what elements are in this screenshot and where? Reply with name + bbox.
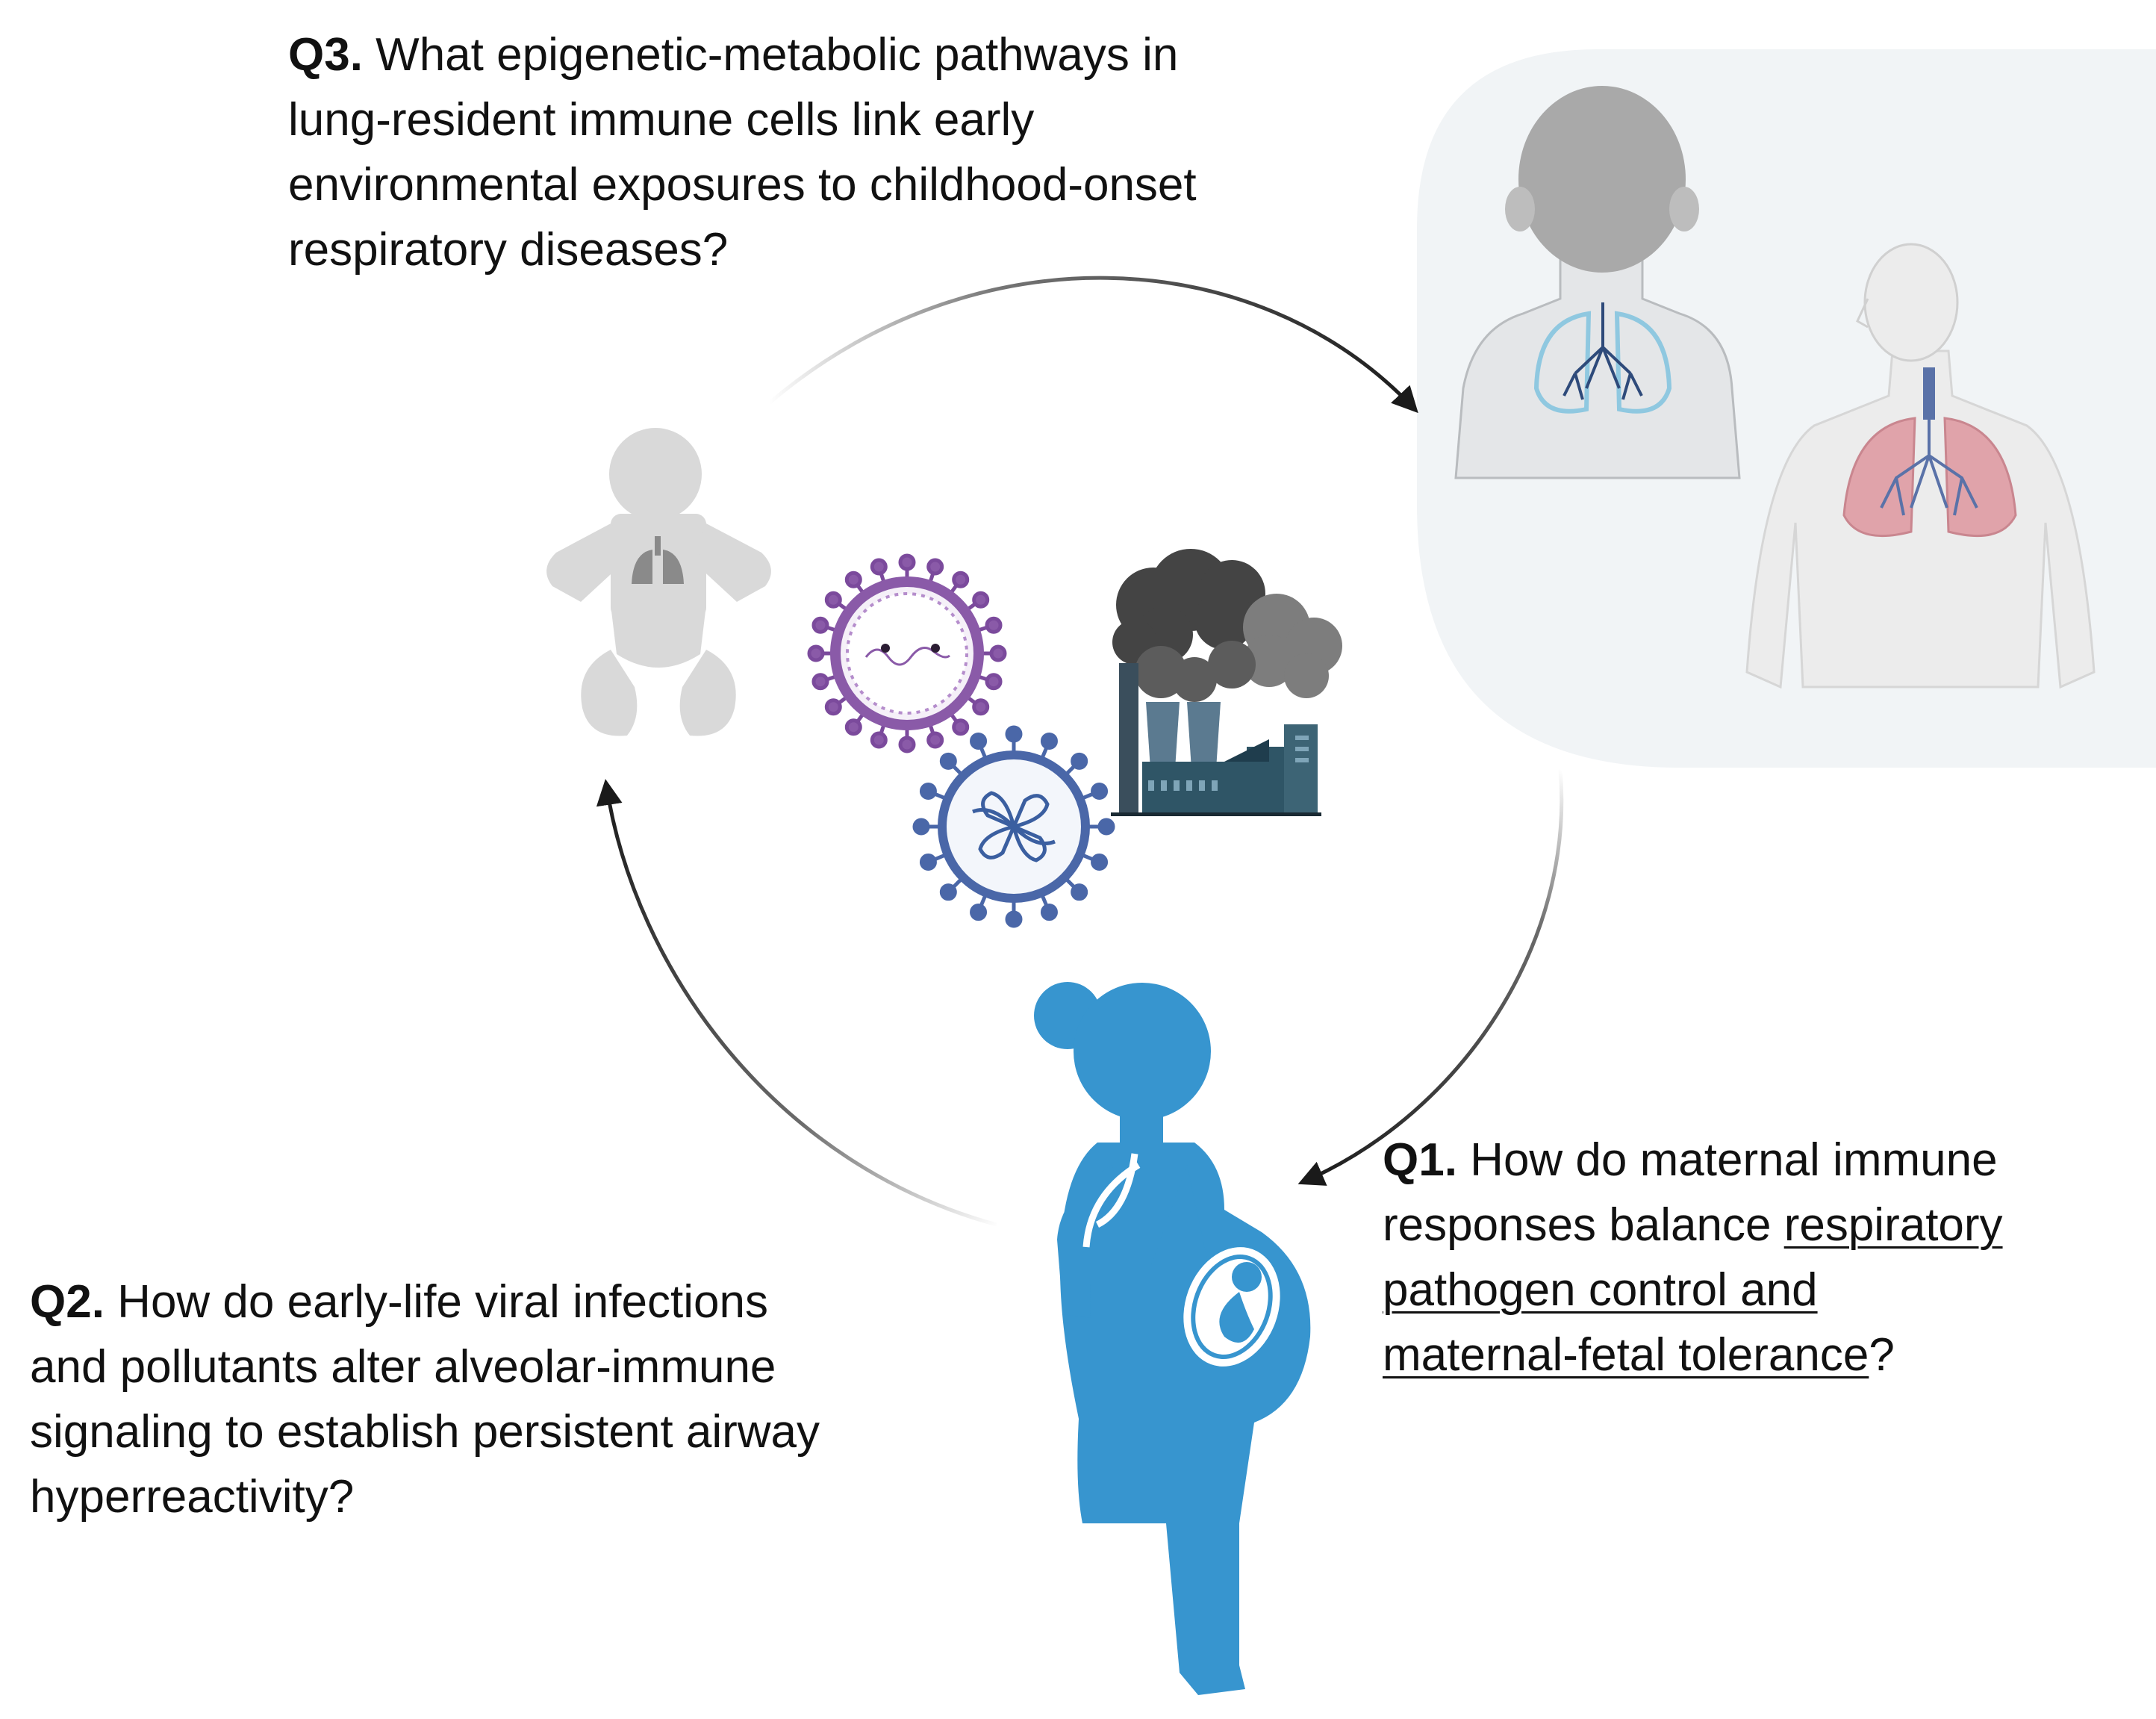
q1-line-4-tail: ? [1869,1329,1895,1381]
q3-line-2: lung-resident immune cells link early [288,94,1035,146]
q1-line-1: How do maternal immune [1470,1134,1998,1186]
infant-icon [546,428,771,736]
virus-spike-tip [989,644,1007,662]
virus-spike-tip [985,673,1003,691]
factory-pollution-icon [1111,549,1342,816]
virus-spike-tip [1091,853,1109,871]
virus-spike-tip [870,731,888,749]
virus-spike-tip [1005,910,1023,928]
virus-spike-tip [1097,818,1115,836]
virus-spike-tip [970,732,988,750]
virus-spike-tip [824,698,842,716]
virus-spike-tip [926,558,944,576]
question-q3: Q3. What epigenetic-metabolic pathways i… [288,22,1438,282]
q3-line-3: environmental exposures to childhood-ons… [288,159,1197,211]
fetus-icon [1183,1247,1280,1367]
pregnant-woman-icon [1034,982,1311,1695]
virus-spike-tip [1040,732,1058,750]
q2-line-4: hyperreactivity? [30,1471,355,1523]
virus-spike-tip [919,783,937,801]
q1-label: Q1. [1383,1134,1457,1186]
virus-spike-tip [939,883,957,901]
question-q1: Q1. How do maternal immune responses bal… [1383,1128,2144,1387]
q3-line-1: What epigenetic-metabolic pathways in [376,29,1179,81]
virus-spike-tip [844,571,862,588]
virus-icon-blue [912,725,1115,928]
arrow-mother-to-infant [596,779,997,1227]
virus-spike-tip [1005,725,1023,743]
virus-spike-tip [926,731,944,749]
q2-line-1: How do early-life viral infections [117,1276,768,1328]
virus-spike-tip [1040,904,1058,921]
virus-spike-tip [912,818,930,836]
virus-spike-tip [952,571,970,588]
virus-spike-tip [919,853,937,871]
cycle-arrow-icon [596,276,1564,1227]
virus-spike-tip [972,591,990,609]
q1-line-3-underlined: pathogen control and [1383,1264,1818,1316]
q2-line-2: and pollutants alter alveolar-immune [30,1341,776,1393]
virus-spike-tip [985,616,1003,634]
virus-spike-tip [972,698,990,716]
question-q2: Q2. How do early-life viral infections a… [30,1269,1045,1529]
virus-spike-tip [898,736,916,753]
virus-spike-tip [939,752,957,770]
virus-spike-tip [1071,883,1088,901]
q3-line-4: respiratory diseases? [288,224,729,276]
child-lungs-icon [1454,86,1741,479]
q2-line-3: signaling to establish persistent airway [30,1406,820,1458]
virus-spike-tip [1091,783,1109,801]
q1-line-2-plain: responses balance [1383,1199,1784,1251]
q1-line-4-underlined: maternal-fetal tolerance [1383,1329,1869,1381]
virus-spike-tip [811,673,829,691]
virus-spike-tip [870,558,888,576]
virus-icon [807,553,1007,753]
virus-spike-tip [824,591,842,609]
infant-lungs [632,536,684,584]
arrow-lungs-to-mother [1297,768,1564,1186]
virus-spike-tip [970,904,988,921]
arrow-infant-to-child [767,276,1418,414]
q2-label: Q2. [30,1276,105,1328]
virus-spike-tip [811,616,829,634]
q3-label: Q3. [288,29,363,81]
virus-spike-tip [952,718,970,736]
virus-spike-tip [1071,752,1088,770]
adult-lungs-icon [1745,243,2096,689]
virus-spike-tip [898,553,916,571]
virus-spike-tip [844,718,862,736]
q1-line-2-underlined: respiratory [1783,1199,2003,1251]
virus-spike-tip [807,644,825,662]
